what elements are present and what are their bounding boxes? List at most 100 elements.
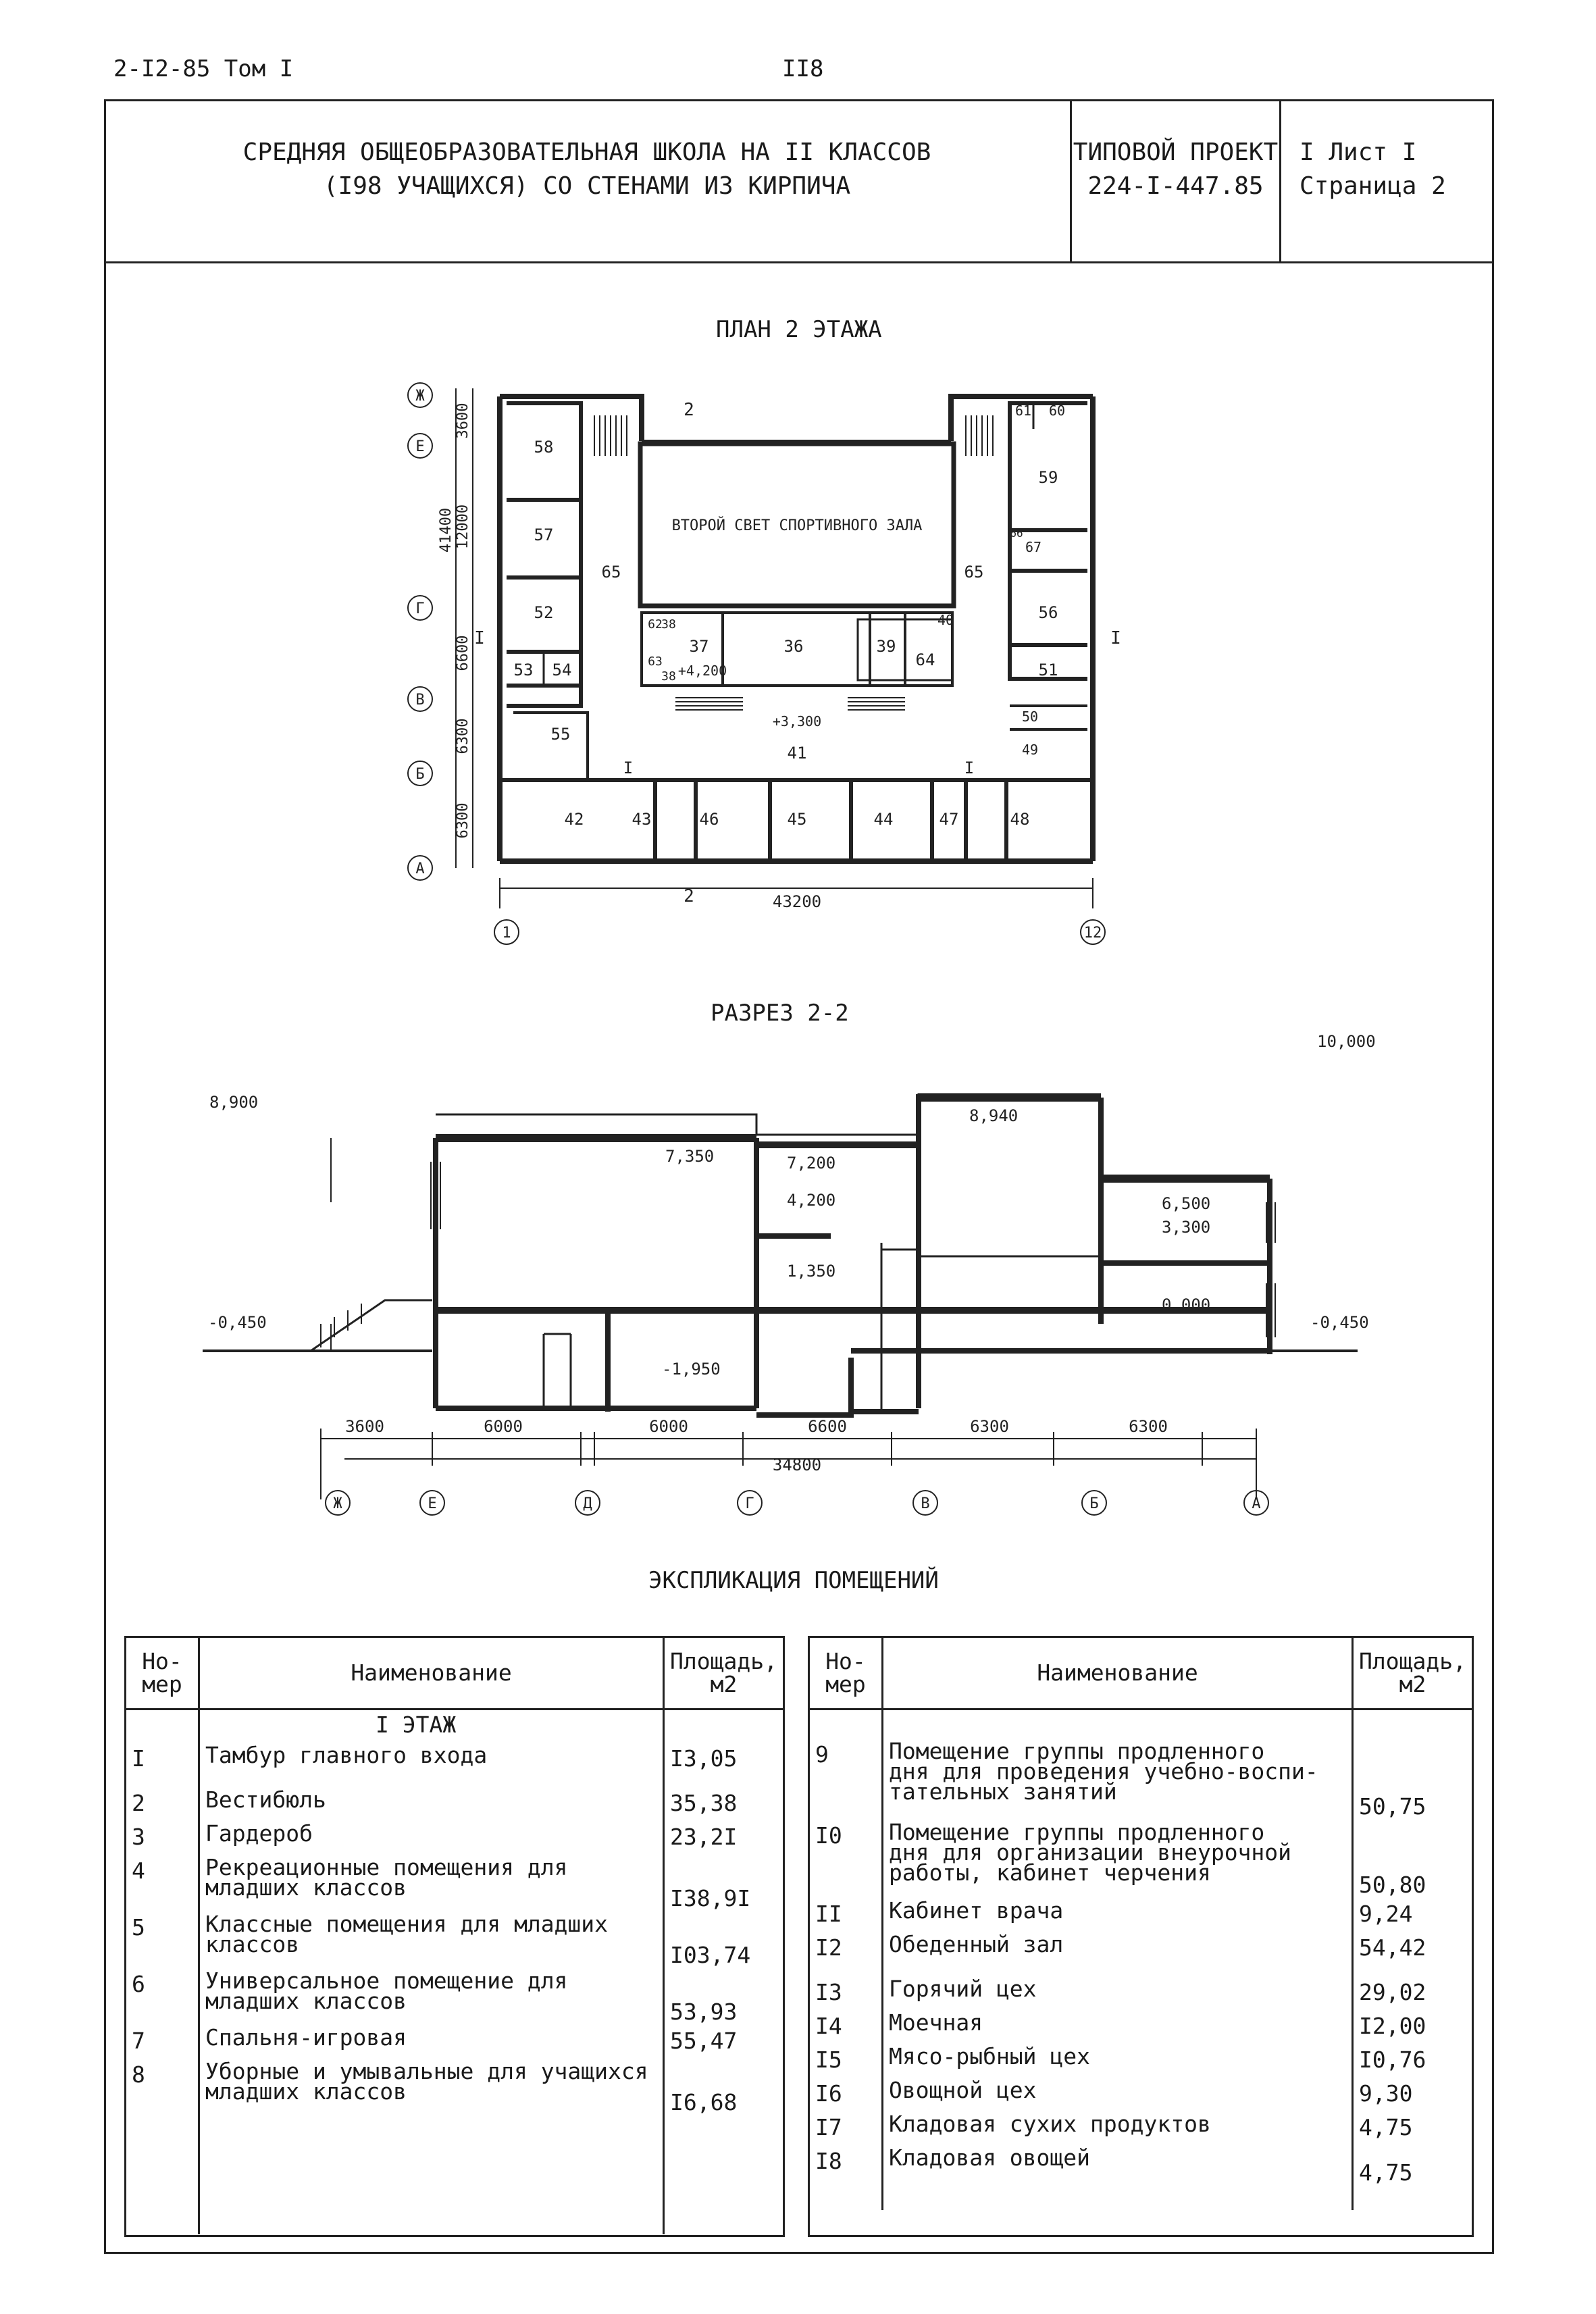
- floor-plan: 58 57 52 53 54 55 65 65 62 38 63 38 37 3…: [407, 382, 1121, 945]
- room-label: 60: [1049, 403, 1065, 419]
- dim-segment: 3600: [345, 1417, 384, 1436]
- col-area-header: Площадь, м2: [1352, 1638, 1472, 1710]
- level-mark: 4,200: [787, 1191, 835, 1210]
- explication-table-left: Но- мер Наименование Площадь, м2 I ЭТАЖ …: [124, 1636, 785, 2237]
- room-label: 59: [1039, 468, 1058, 487]
- room-label: I: [964, 759, 974, 777]
- dim-total-vertical: 41400: [438, 508, 455, 552]
- title-line-2: (I98 УЧАЩИХСЯ) СО СТЕНАМИ ИЗ КИРПИЧА: [323, 172, 851, 200]
- axis-label: В: [415, 692, 424, 709]
- room-label: 50: [1022, 709, 1038, 725]
- room-label: 58: [534, 438, 554, 457]
- dim-vertical: 3600: [455, 403, 471, 439]
- axis-label: Ж: [333, 1495, 342, 1512]
- axis-label: 1: [502, 925, 511, 942]
- room-label: 44: [874, 810, 894, 829]
- axis-label: А: [415, 860, 424, 877]
- level-mark: -1,950: [662, 1360, 721, 1379]
- axis-label: Ж: [415, 388, 425, 405]
- col-area-header: Площадь, м2: [663, 1638, 783, 1710]
- col-name-header: Наименование: [882, 1638, 1354, 1710]
- room-label: 57: [534, 525, 554, 544]
- room-label: 48: [1010, 810, 1030, 829]
- room-label: 53: [514, 661, 534, 679]
- col-num-header: Но- мер: [126, 1638, 200, 1710]
- axis-label: Г: [415, 600, 424, 617]
- room-label: 63: [648, 654, 663, 669]
- dim-vertical: 12000: [455, 505, 471, 549]
- room-label: 41: [788, 744, 807, 763]
- room-label: 65: [964, 563, 984, 582]
- side-mark: I: [474, 628, 485, 648]
- project-label: ТИПОВОЙ ПРОЕКТ: [1073, 138, 1279, 166]
- axis-label: Е: [428, 1495, 436, 1512]
- room-label: 65: [602, 563, 621, 582]
- section-title: РАЗРЕЗ 2-2: [711, 1000, 849, 1027]
- dim-total-horizontal: 43200: [773, 892, 821, 911]
- room-label: 55: [551, 725, 571, 744]
- axis-label: Б: [1089, 1495, 1098, 1512]
- col-num-header: Но- мер: [810, 1638, 883, 1710]
- level-mark: 1,350: [787, 1262, 835, 1281]
- level-mark: +4,200: [678, 663, 727, 679]
- level-mark: +3,300: [773, 713, 821, 729]
- level-mark: 8,900: [209, 1093, 258, 1112]
- room-label: 39: [877, 637, 896, 656]
- room-label: 62: [648, 617, 663, 632]
- room-label: 38: [661, 669, 676, 684]
- dim-vertical: 6300: [455, 719, 471, 754]
- plan-title: ПЛАН 2 ЭТАЖА: [716, 316, 882, 343]
- level-mark: 8,940: [969, 1106, 1018, 1125]
- side-mark: I: [1110, 628, 1121, 648]
- col-name-header: Наименование: [199, 1638, 665, 1710]
- section-drawing: 8,900 10,000 7,350 7,200 4,200 8,940 6,5…: [203, 1032, 1376, 1516]
- room-label: 47: [939, 810, 959, 829]
- room-label: 37: [690, 637, 709, 656]
- project-number: 224-I-447.85: [1087, 172, 1264, 200]
- axis-label: В: [921, 1495, 929, 1512]
- dim-segment: 6000: [649, 1417, 688, 1436]
- axis-label: Е: [415, 438, 424, 455]
- dim-segment: 6000: [484, 1417, 523, 1436]
- axis-label: Д: [583, 1495, 592, 1512]
- level-mark: 10,000: [1317, 1032, 1376, 1051]
- explication-title: ЭКСПЛИКАЦИЯ ПОМЕЩЕНИЙ: [648, 1567, 939, 1594]
- room-label: 64: [916, 650, 935, 669]
- room-label: I: [623, 759, 633, 777]
- room-label: 40: [937, 612, 954, 628]
- axis-label: Г: [745, 1495, 754, 1512]
- section-mark: 2: [684, 886, 694, 906]
- room-label: 43: [632, 810, 652, 829]
- room-label: 38: [661, 617, 676, 632]
- dim-segment: 6300: [1129, 1417, 1168, 1436]
- room-label: 42: [565, 810, 584, 829]
- sheet-frame: [104, 99, 1494, 2254]
- room-label: 54: [552, 661, 572, 679]
- axis-label: 12: [1084, 925, 1102, 942]
- room-label: 51: [1039, 661, 1058, 679]
- room-label: 52: [534, 603, 554, 622]
- level-mark: 7,200: [787, 1154, 835, 1173]
- section-title: I ЭТАЖ: [199, 1709, 665, 1744]
- level-mark: -0,450: [208, 1313, 267, 1332]
- room-label: 61: [1015, 403, 1031, 419]
- dim-total: 34800: [773, 1456, 821, 1474]
- level-mark: 6,500: [1162, 1194, 1210, 1213]
- level-mark: -0,450: [1310, 1313, 1369, 1332]
- room-label: 36: [784, 637, 804, 656]
- level-mark: 7,350: [665, 1147, 714, 1166]
